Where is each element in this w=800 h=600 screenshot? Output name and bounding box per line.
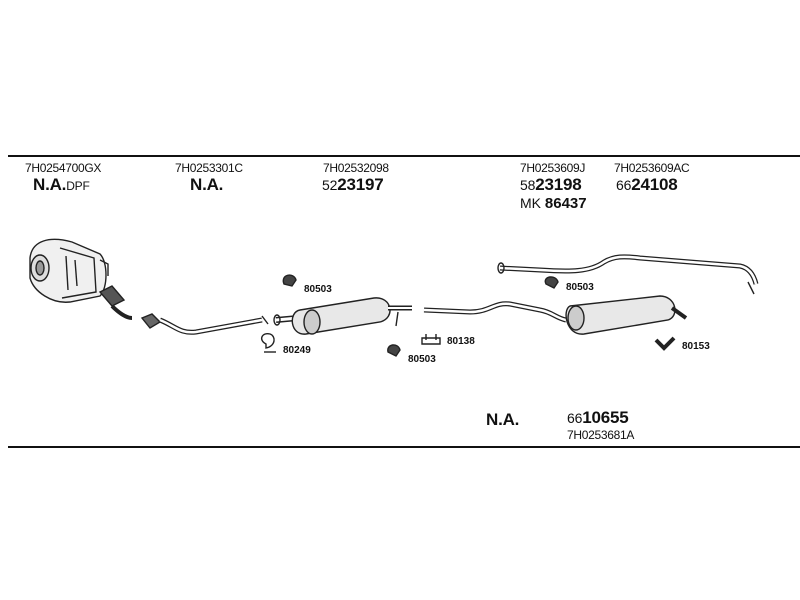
upper-pipe-drawing <box>497 254 759 295</box>
clamp-number: 80138 <box>447 336 475 347</box>
middle-silencer-drawing <box>273 297 412 335</box>
middle-silencer-code: 5223197 <box>322 175 384 195</box>
part-number-rear-silencer: 7H0253609AC <box>614 161 690 175</box>
clamp-number: 80153 <box>682 341 710 352</box>
clamp-icon <box>260 332 276 353</box>
intermediate-pipe-code: 5823198 <box>520 175 582 195</box>
bottom-number: 10655 <box>582 408 629 427</box>
intermediate-pipe-number: 23198 <box>535 175 582 194</box>
dpf-code: N.A.DPF <box>33 175 90 195</box>
dpf-label: N.A. <box>33 175 67 194</box>
rear-silencer-drawing <box>565 295 688 335</box>
clamp-number: 80503 <box>566 282 594 293</box>
bottom-part-code: 6610655 <box>567 408 629 428</box>
rear-silencer-prefix: 66 <box>616 177 632 193</box>
bottom-na-label: N.A. <box>486 410 520 429</box>
mk-number: 86437 <box>544 195 587 212</box>
clamp-icon <box>544 276 559 289</box>
part-number-middle-silencer: 7H02532098 <box>323 161 389 175</box>
intermediate-pipe-drawing <box>423 301 567 323</box>
flex-pipe-drawing <box>98 285 133 320</box>
top-divider <box>8 155 800 157</box>
clamp-number: 80503 <box>408 354 436 365</box>
mounting-kit: MK 86437 <box>520 195 587 212</box>
clamp-number: 80249 <box>283 345 311 356</box>
front-pipe-label: N.A. <box>190 175 224 194</box>
clamp-icon <box>421 334 441 345</box>
clamp-icon <box>387 344 401 357</box>
clamp-icon <box>282 274 297 287</box>
part-number-dpf: 7H0254700GX <box>25 161 102 175</box>
mk-label: MK <box>520 195 541 211</box>
part-number-front-pipe: 7H0253301C <box>175 161 243 175</box>
part-number-intermediate-pipe: 7H0253609J <box>520 161 586 175</box>
clamp-icon <box>654 336 676 351</box>
middle-silencer-number: 23197 <box>337 175 384 194</box>
intermediate-pipe-prefix: 58 <box>520 177 536 193</box>
middle-silencer-prefix: 52 <box>322 177 338 193</box>
dpf-drawing <box>29 238 109 303</box>
bottom-divider <box>8 446 800 448</box>
clamp-number: 80503 <box>304 284 332 295</box>
bottom-prefix: 66 <box>567 410 583 426</box>
front-pipe-drawing <box>140 313 269 335</box>
rear-silencer-code: 6624108 <box>616 175 678 195</box>
dpf-suffix: DPF <box>66 179 90 193</box>
rear-silencer-number: 24108 <box>631 175 678 194</box>
part-number-bottom: 7H0253681A <box>567 428 635 442</box>
